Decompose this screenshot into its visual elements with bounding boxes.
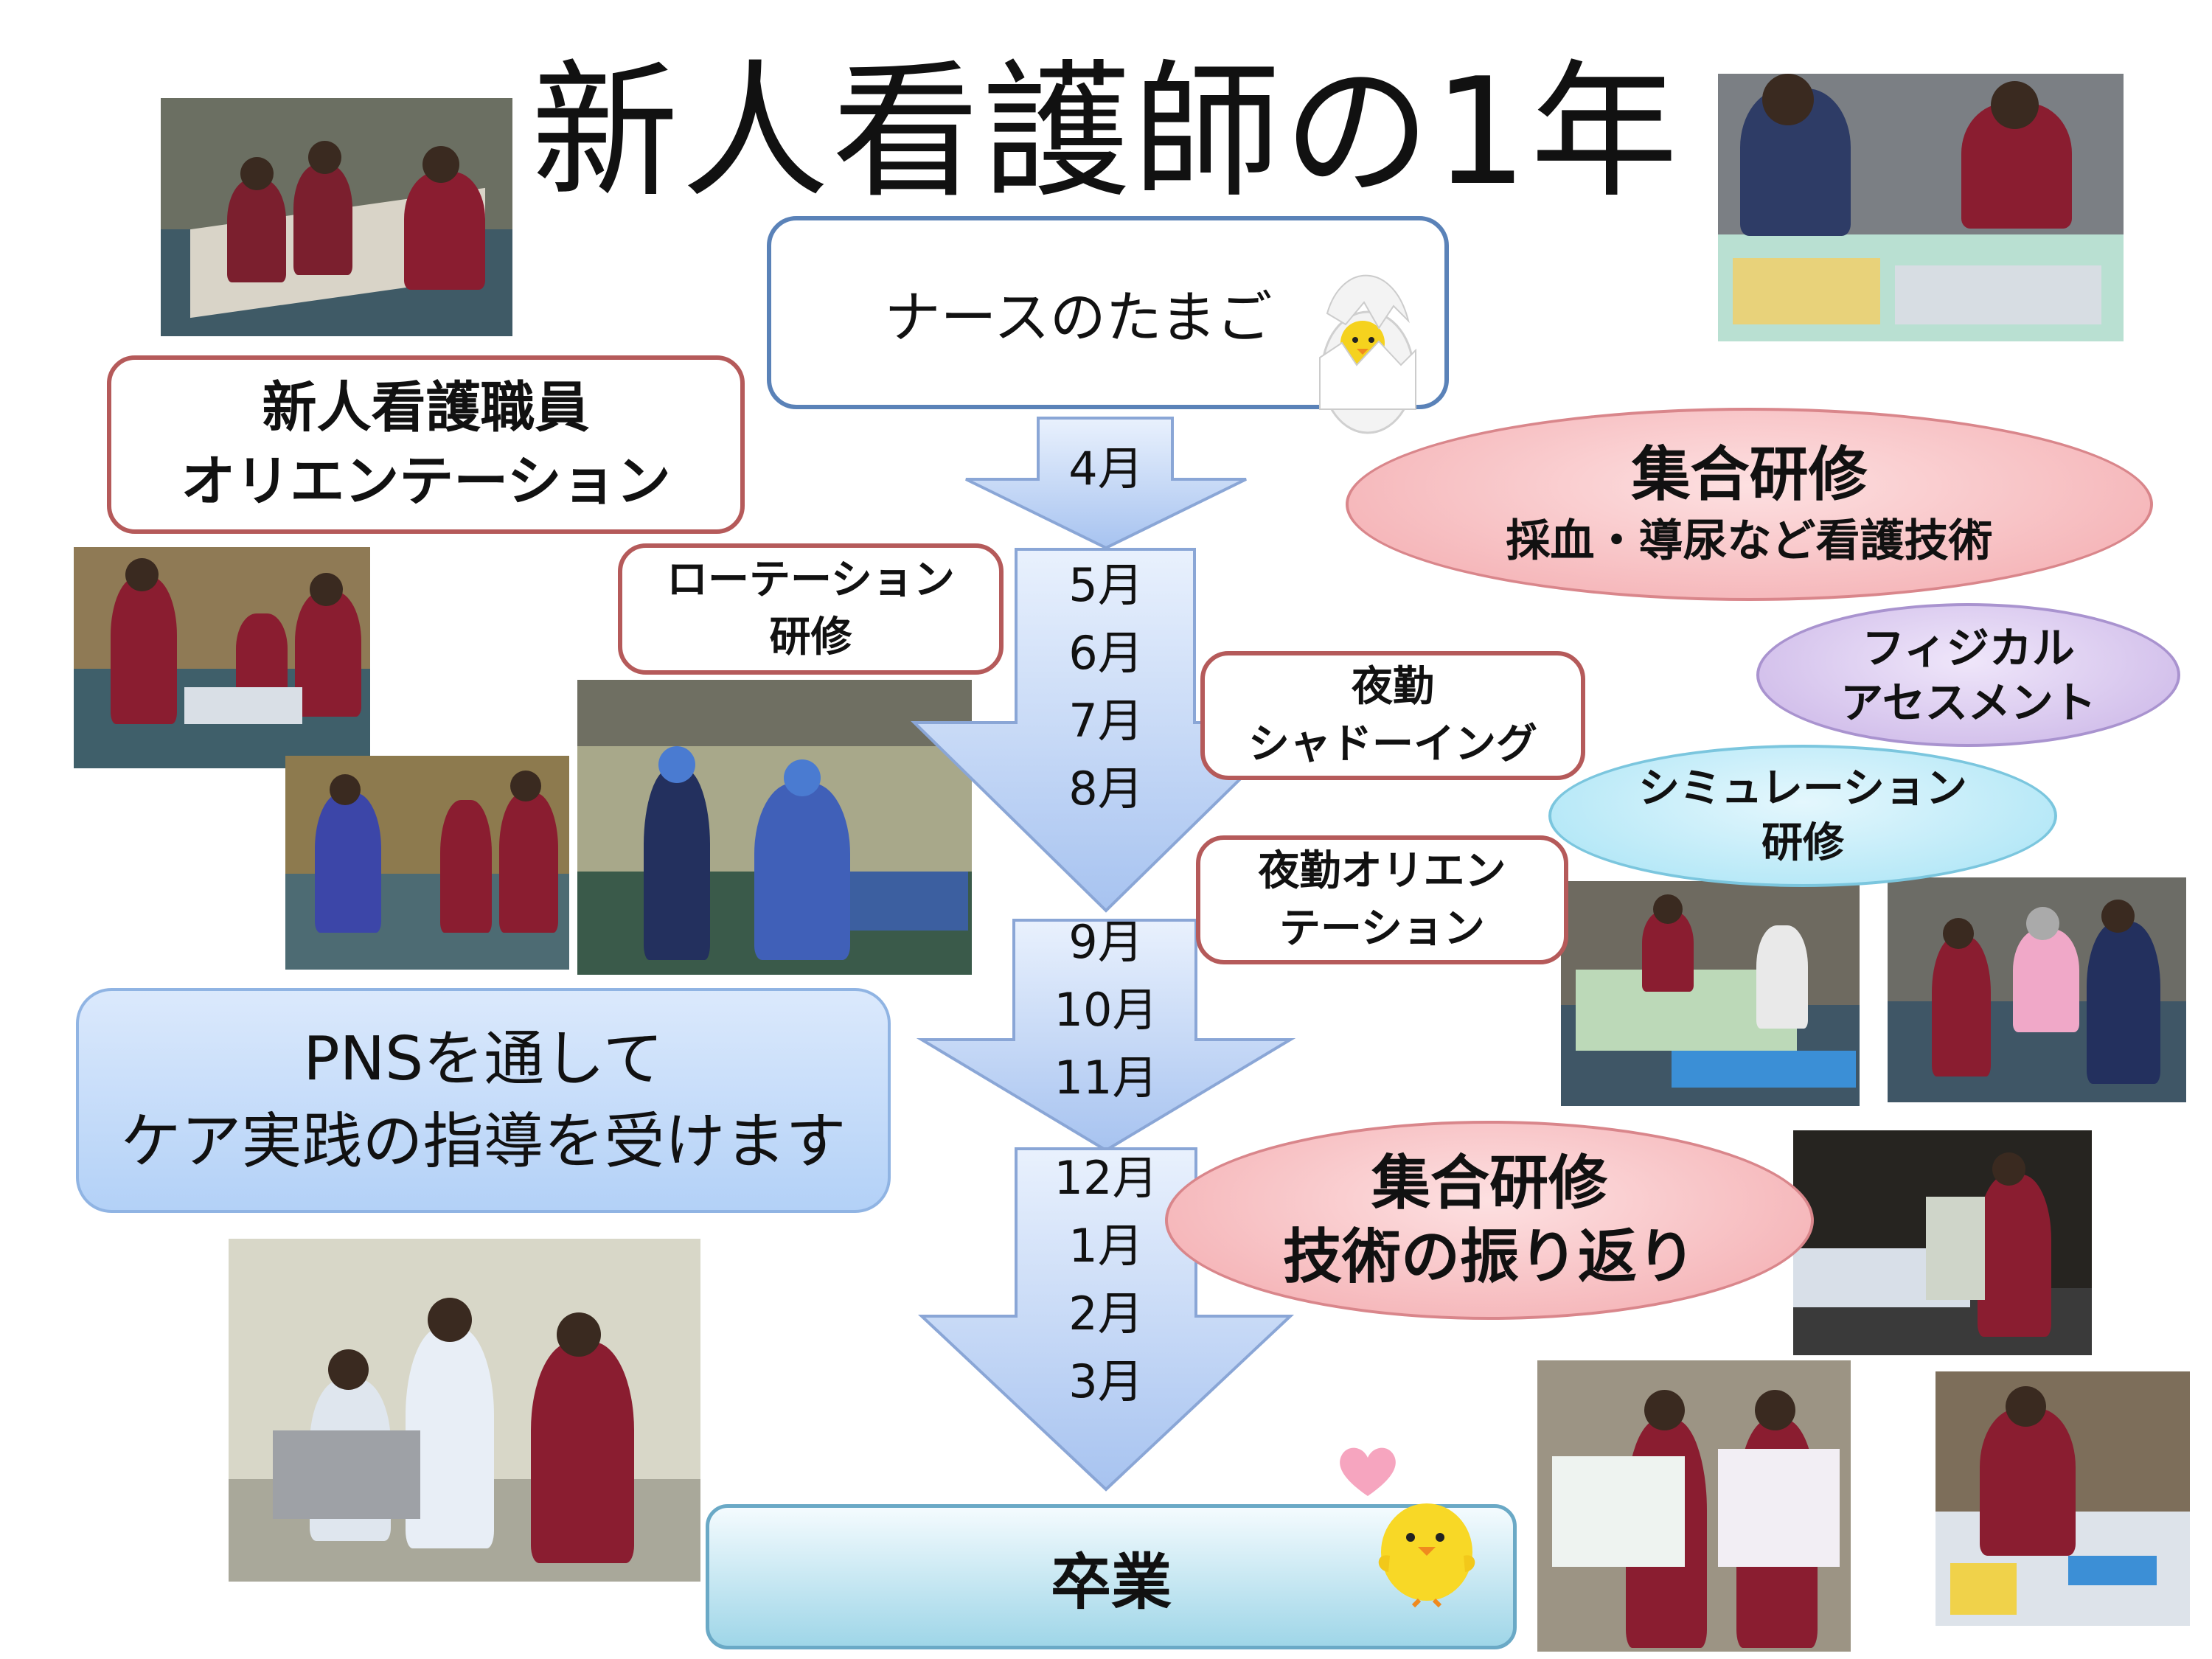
graduation-label: 卒業 — [1050, 1548, 1172, 1618]
skill-review-ellipse: 集合研修 技術の振り返り — [1165, 1121, 1814, 1320]
heart-icon — [1340, 1447, 1396, 1496]
month-label: 5月 — [1068, 558, 1144, 612]
pns-line1: PNSを通して — [303, 1023, 664, 1094]
chick-icon — [1378, 1503, 1475, 1607]
night-orientation-line2: テーション — [1279, 904, 1485, 953]
night-shadowing-line2: シャドーイング — [1248, 720, 1537, 768]
group-training-ellipse: 集合研修 採血・導尿など看護技術 — [1346, 408, 2153, 601]
photo-injection-practice — [1935, 1371, 2190, 1626]
month-label: 6月 — [1068, 626, 1144, 680]
photo-physical-assessment — [1888, 877, 2186, 1102]
pns-line2: ケア実践の指導を受けます — [120, 1106, 846, 1177]
arrow-sep-nov-labels: 9月 10月 11月 — [1010, 908, 1202, 1112]
night-shadowing-line1: 夜勤 — [1352, 662, 1434, 711]
month-label: 7月 — [1068, 694, 1144, 748]
photo-skills-table — [1718, 74, 2124, 341]
photo-iv-practice — [285, 756, 569, 970]
photo-patient-sim — [1561, 881, 1860, 1106]
night-orientation-box: 夜勤オリエン テーション — [1196, 835, 1568, 964]
month-label: 4月 — [1068, 442, 1144, 495]
arrow-may-aug-labels: 5月 6月 7月 8月 — [1010, 552, 1202, 823]
rotation-line2: 研修 — [769, 613, 852, 661]
month-label: 8月 — [1068, 762, 1144, 815]
group-training-subtitle: 採血・導尿など看護技術 — [1506, 515, 1993, 567]
month-label: 1月 — [1068, 1219, 1144, 1273]
night-shadowing-box: 夜勤 シャドーイング — [1200, 651, 1585, 780]
month-label: 12月 — [1054, 1151, 1158, 1205]
photo-ecg-training — [1793, 1130, 2092, 1355]
rotation-line1: ローテーション — [667, 556, 955, 604]
skill-review-title: 集合研修 — [1371, 1149, 1607, 1217]
simulation-line2: 研修 — [1761, 818, 1844, 867]
orientation-line2: オリエンテーション — [181, 450, 671, 513]
month-label: 3月 — [1068, 1354, 1144, 1408]
skill-review-subtitle: 技術の振り返り — [1283, 1222, 1696, 1291]
month-label: 9月 — [1068, 915, 1144, 969]
pns-box: PNSを通して ケア実践の指導を受けます — [76, 988, 891, 1213]
nurse-egg-label: ナースのたまご — [884, 285, 1273, 350]
photo-cpr-practice — [74, 547, 370, 768]
orientation-box: 新人看護職員 オリエンテーション — [107, 355, 745, 534]
rotation-training-box: ローテーション 研修 — [618, 543, 1004, 675]
orientation-line1: 新人看護職員 — [262, 376, 590, 439]
group-training-title: 集合研修 — [1631, 440, 1868, 509]
graduation-box: 卒業 — [706, 1504, 1517, 1649]
photo-bedside-computer — [229, 1239, 700, 1582]
arrow-april-label: 4月 — [1010, 435, 1202, 503]
month-label: 10月 — [1054, 983, 1158, 1037]
physical-assessment-ellipse: フィジカル アセスメント — [1756, 603, 2180, 747]
physical-assessment-line2: アセスメント — [1840, 677, 2096, 728]
month-label: 11月 — [1054, 1051, 1158, 1105]
physical-assessment-line1: フィジカル — [1862, 622, 2075, 673]
egg-chick-icon — [1319, 274, 1416, 434]
simulation-training-ellipse: シミュレーション 研修 — [1548, 745, 2057, 887]
photo-posters — [1537, 1360, 1851, 1652]
page-title: 新人看護師の1年 — [531, 46, 1681, 218]
photo-classroom — [161, 98, 512, 336]
month-label: 2月 — [1068, 1287, 1144, 1340]
arrow-dec-mar-labels: 12月 1月 2月 3月 — [1010, 1144, 1202, 1416]
photo-operating-room — [577, 680, 972, 975]
simulation-line1: シミュレーション — [1638, 764, 1967, 813]
night-orientation-line1: 夜勤オリエン — [1258, 846, 1506, 895]
